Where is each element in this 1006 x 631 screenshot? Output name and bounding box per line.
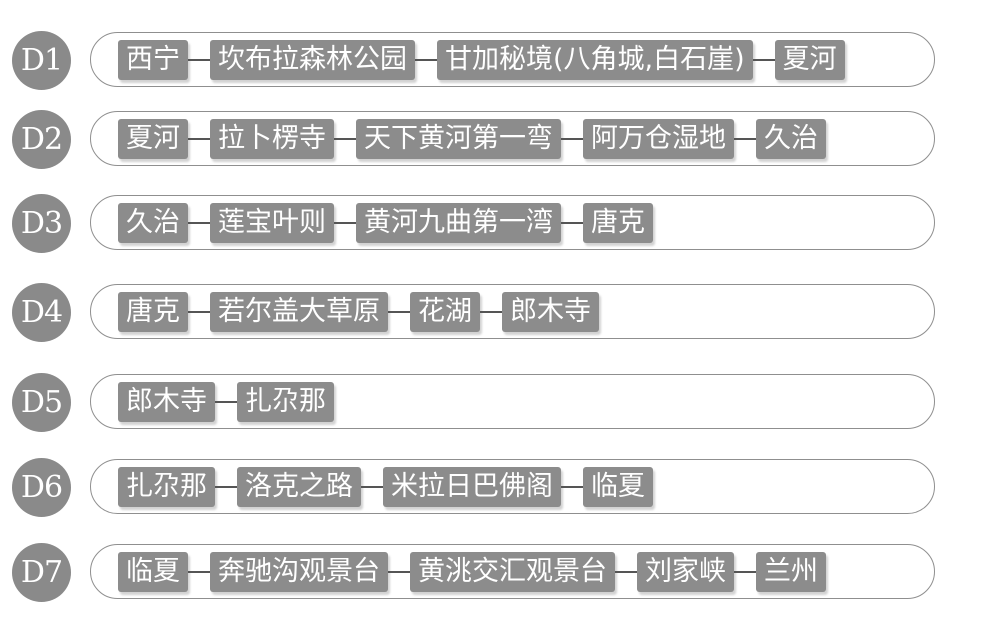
- route-stop: 阿万仓湿地: [583, 119, 734, 159]
- route-stop: 郎木寺: [502, 292, 599, 332]
- route-connector: [188, 138, 210, 140]
- route-stops: 夏河拉卜楞寺天下黄河第一弯阿万仓湿地久治: [118, 117, 826, 161]
- route-stop: 久治: [756, 119, 826, 159]
- route-stop: 莲宝叶则: [210, 203, 334, 243]
- route-stop: 久治: [118, 203, 188, 243]
- route-connector: [334, 222, 356, 224]
- route-stops: 西宁坎布拉森林公园甘加秘境(八角城,白石崖) 夏河: [118, 38, 845, 82]
- route-stop: 坎布拉森林公园: [210, 40, 415, 80]
- route-stops: 郎木寺扎尕那: [118, 380, 334, 424]
- route-stop: 洛克之路: [237, 467, 361, 507]
- route-connector: [561, 486, 583, 488]
- route-stops: 久治莲宝叶则黄河九曲第一湾唐克: [118, 201, 653, 245]
- day-badge: D3: [12, 194, 71, 253]
- route-stop: 西宁: [118, 40, 188, 80]
- route-stop: 刘家峡: [637, 552, 734, 592]
- route-stop: 夏河: [118, 119, 188, 159]
- route-connector: [215, 401, 237, 403]
- day-badge: D6: [12, 458, 71, 517]
- day-row-d7: D7 临夏奔驰沟观景台黄洮交汇观景台刘家峡兰州: [0, 541, 1006, 603]
- route-connector: [188, 311, 210, 313]
- route-stops: 唐克若尔盖大草原花湖郎木寺: [118, 290, 599, 334]
- day-badge: D1: [12, 31, 71, 90]
- route-stop: 唐克: [583, 203, 653, 243]
- day-badge: D2: [12, 110, 71, 169]
- route-stop: 临夏: [118, 552, 188, 592]
- route-connector: [361, 486, 383, 488]
- route-connector: [615, 571, 637, 573]
- route-connector: [561, 138, 583, 140]
- route-stop: 黄洮交汇观景台: [410, 552, 615, 592]
- route-connector: [480, 311, 502, 313]
- route-stop: 天下黄河第一弯: [356, 119, 561, 159]
- route-connector: [734, 138, 756, 140]
- route-connector: [415, 59, 437, 61]
- route-stop: 兰州: [756, 552, 826, 592]
- route-stop: 甘加秘境(八角城,白石崖): [437, 40, 753, 80]
- route-connector: [388, 311, 410, 313]
- route-connector: [215, 486, 237, 488]
- route-connector: [188, 571, 210, 573]
- route-stop: 黄河九曲第一湾: [356, 203, 561, 243]
- route-connector: [188, 59, 210, 61]
- route-stop: 唐克: [118, 292, 188, 332]
- day-row-d2: D2 夏河拉卜楞寺天下黄河第一弯阿万仓湿地久治: [0, 108, 1006, 170]
- route-stop: 米拉日巴佛阁: [383, 467, 561, 507]
- route-stop: 拉卜楞寺: [210, 119, 334, 159]
- route-stop: 奔驰沟观景台: [210, 552, 388, 592]
- route-stops: 临夏奔驰沟观景台黄洮交汇观景台刘家峡兰州: [118, 550, 826, 594]
- route-connector: [334, 138, 356, 140]
- day-badge: D7: [12, 543, 71, 602]
- day-row-d6: D6 扎尕那洛克之路米拉日巴佛阁临夏: [0, 456, 1006, 518]
- route-stop: 扎尕那: [118, 467, 215, 507]
- day-row-d4: D4 唐克若尔盖大草原花湖郎木寺: [0, 281, 1006, 343]
- route-stop: 扎尕那: [237, 382, 334, 422]
- route-connector: [734, 571, 756, 573]
- route-stop: 郎木寺: [118, 382, 215, 422]
- day-row-d1: D1 西宁坎布拉森林公园甘加秘境(八角城,白石崖) 夏河: [0, 29, 1006, 91]
- route-stop: 夏河: [774, 40, 845, 80]
- route-stop: 花湖: [410, 292, 480, 332]
- route-stop: 临夏: [583, 467, 653, 507]
- day-badge: D4: [12, 283, 71, 342]
- day-row-d5: D5 郎木寺扎尕那: [0, 371, 1006, 433]
- route-stop: 若尔盖大草原: [210, 292, 388, 332]
- route-connector: [188, 222, 210, 224]
- day-row-d3: D3 久治莲宝叶则黄河九曲第一湾唐克: [0, 192, 1006, 254]
- day-badge: D5: [12, 373, 71, 432]
- route-stops: 扎尕那洛克之路米拉日巴佛阁临夏: [118, 465, 653, 509]
- route-connector: [388, 571, 410, 573]
- route-connector: [561, 222, 583, 224]
- route-connector: [752, 59, 775, 61]
